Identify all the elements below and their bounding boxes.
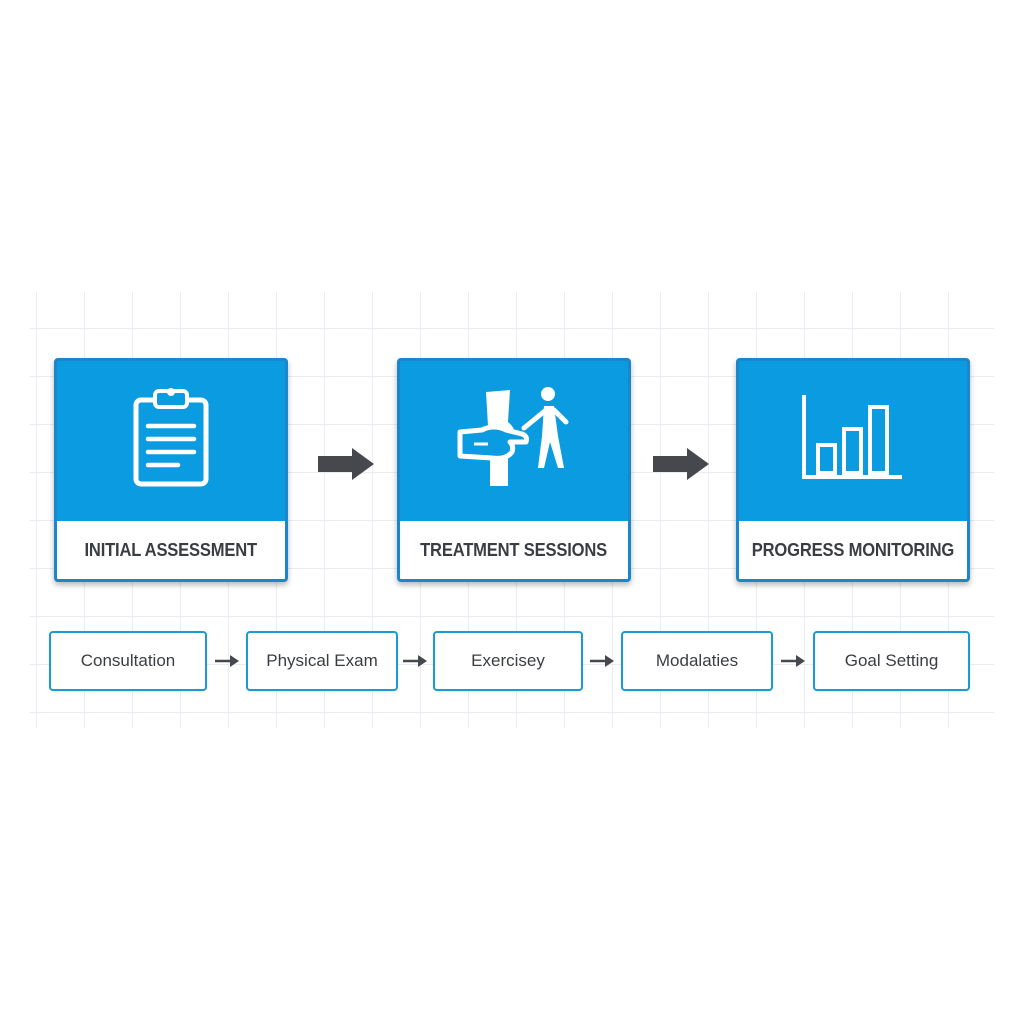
arrow-right-small-icon (403, 655, 427, 667)
stage-label: TREATMENT SESSIONS (420, 539, 608, 560)
step-exercisey[interactable]: Exercisey (433, 631, 583, 691)
stage-icon-area (739, 361, 967, 521)
step-goal-setting[interactable]: Goal Setting (813, 631, 970, 691)
arrow-right-small-icon (215, 655, 239, 667)
therapy-hands-figure-icon (457, 387, 569, 486)
stage-icon-area (57, 361, 285, 521)
stage-progress-monitoring[interactable]: PROGRESS MONITORING (736, 358, 970, 582)
arrow-right-small-icon (781, 655, 805, 667)
step-consultation[interactable]: Consultation (49, 631, 207, 691)
stage-initial-assessment[interactable]: INITIAL ASSESSMENT (54, 358, 288, 582)
stage-label-area: INITIAL ASSESSMENT (57, 521, 285, 579)
stage-label-area: PROGRESS MONITORING (739, 521, 967, 579)
arrow-right-icon (653, 448, 709, 480)
step-modalaties[interactable]: Modalaties (621, 631, 773, 691)
arrow-right-small-icon (590, 655, 614, 667)
stage-treatment-sessions[interactable]: TREATMENT SESSIONS (397, 358, 631, 582)
step-label: Consultation (80, 651, 176, 670)
stage-icon-area (400, 361, 628, 521)
bar-chart-icon (802, 395, 902, 479)
step-physical-exam[interactable]: Physical Exam (246, 631, 398, 691)
step-label: Exercisey (471, 651, 545, 670)
stage-label-area: TREATMENT SESSIONS (400, 521, 628, 579)
stage-label: PROGRESS MONITORING (751, 539, 955, 560)
arrow-right-icon (318, 448, 374, 480)
step-label: Goal Setting (844, 651, 939, 670)
stage-label: INITIAL ASSESSMENT (84, 539, 258, 560)
step-label: Modalaties (655, 651, 739, 670)
clipboard-icon (133, 388, 209, 487)
step-label: Physical Exam (266, 651, 378, 670)
